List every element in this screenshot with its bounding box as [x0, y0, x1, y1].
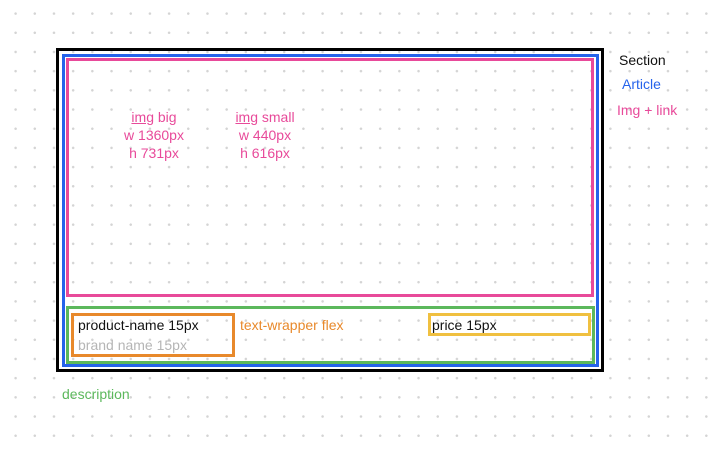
- article-label: Article: [622, 76, 661, 92]
- img-small-width: w 440px: [238, 127, 292, 143]
- img-big-width: w 1360px: [124, 127, 184, 143]
- img-big-word: img: [131, 109, 154, 125]
- brand-name-text: brand name 15px: [78, 337, 187, 353]
- description-label: description: [62, 386, 130, 402]
- img-small-height: h 616px: [240, 145, 290, 161]
- price-box: [428, 313, 591, 336]
- article-box: [62, 54, 599, 367]
- section-box: [56, 48, 604, 372]
- img-small-word: img: [235, 109, 258, 125]
- product-name-box: [71, 313, 235, 357]
- img-small-suffix: small: [258, 109, 295, 125]
- img-small-note: img small w 440px h 616px: [222, 108, 308, 162]
- section-label: Section: [619, 52, 666, 68]
- img-link-label: Img + link: [617, 102, 678, 118]
- img-big-suffix: big: [153, 109, 177, 125]
- price-text: price 15px: [432, 317, 497, 333]
- img-big-height: h 731px: [129, 145, 179, 161]
- description-box: [66, 306, 595, 364]
- img-big-note: img big w 1360px h 731px: [112, 108, 196, 162]
- img-link-box: [66, 58, 594, 297]
- text-wrapper-label: text-wrapper flex: [240, 317, 344, 333]
- product-name-text: product-name 15px: [78, 317, 199, 333]
